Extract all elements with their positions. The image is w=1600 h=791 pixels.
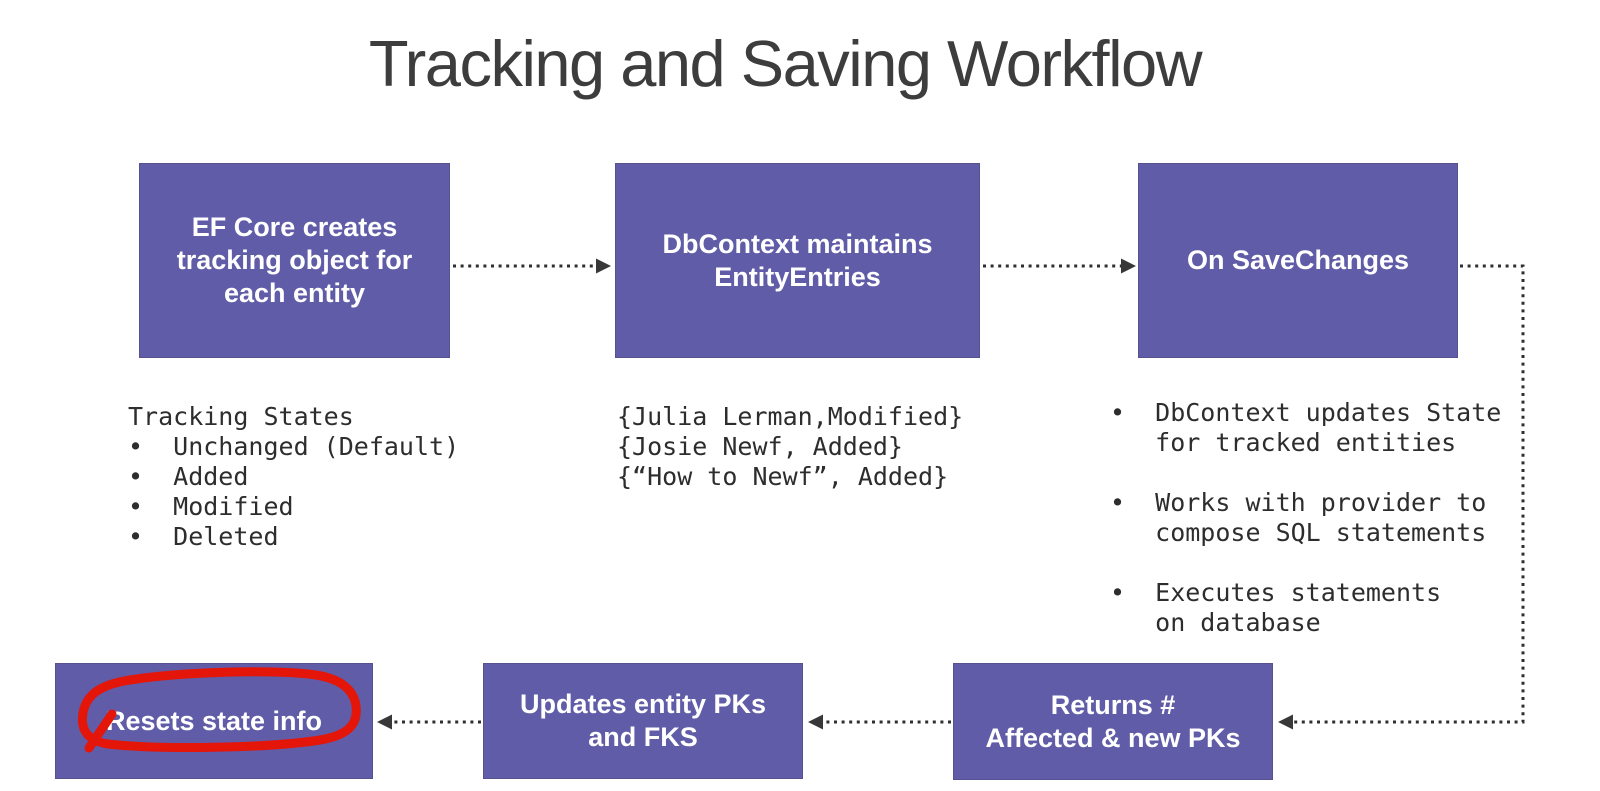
arrowhead-left-icon [808,714,823,730]
flow-box-on-savechanges: On SaveChanges [1138,163,1458,358]
arrowhead-right-icon [1121,258,1136,274]
flow-box-label: Updates entity PKs and FKS [519,689,767,752]
arrowhead-left-icon [377,714,392,730]
note-savechanges-details: • DbContext updates State for tracked en… [1110,398,1502,637]
flow-box-updates-entity-pks: Updates entity PKs and FKS [483,663,803,779]
arrowhead-left-icon [1278,714,1293,730]
flow-box-ef-core-creates: EF Core creates tracking object for each… [139,163,450,358]
flow-box-resets-state-info: Resets state info [55,663,373,779]
flow-box-returns-affected: Returns # Affected & new PKs [953,663,1273,780]
page-title: Tracking and Saving Workflow [368,27,1203,100]
flow-box-label: Resets state info [105,705,323,736]
arrowhead-right-icon [596,258,611,274]
flow-box-label: On SaveChanges [1186,245,1410,275]
flow-box-label: Returns # Affected & new PKs [985,689,1241,753]
note-tracking-states: Tracking States • Unchanged (Default) • … [128,402,460,551]
flow-box-label: DbContext maintains EntityEntries [662,228,933,292]
note-entity-entries: {Julia Lerman,Modified} {Josie Newf, Add… [617,402,964,491]
flow-box-label: EF Core creates tracking object for each… [176,212,413,308]
flow-box-dbcontext-maintains: DbContext maintains EntityEntries [615,163,980,358]
